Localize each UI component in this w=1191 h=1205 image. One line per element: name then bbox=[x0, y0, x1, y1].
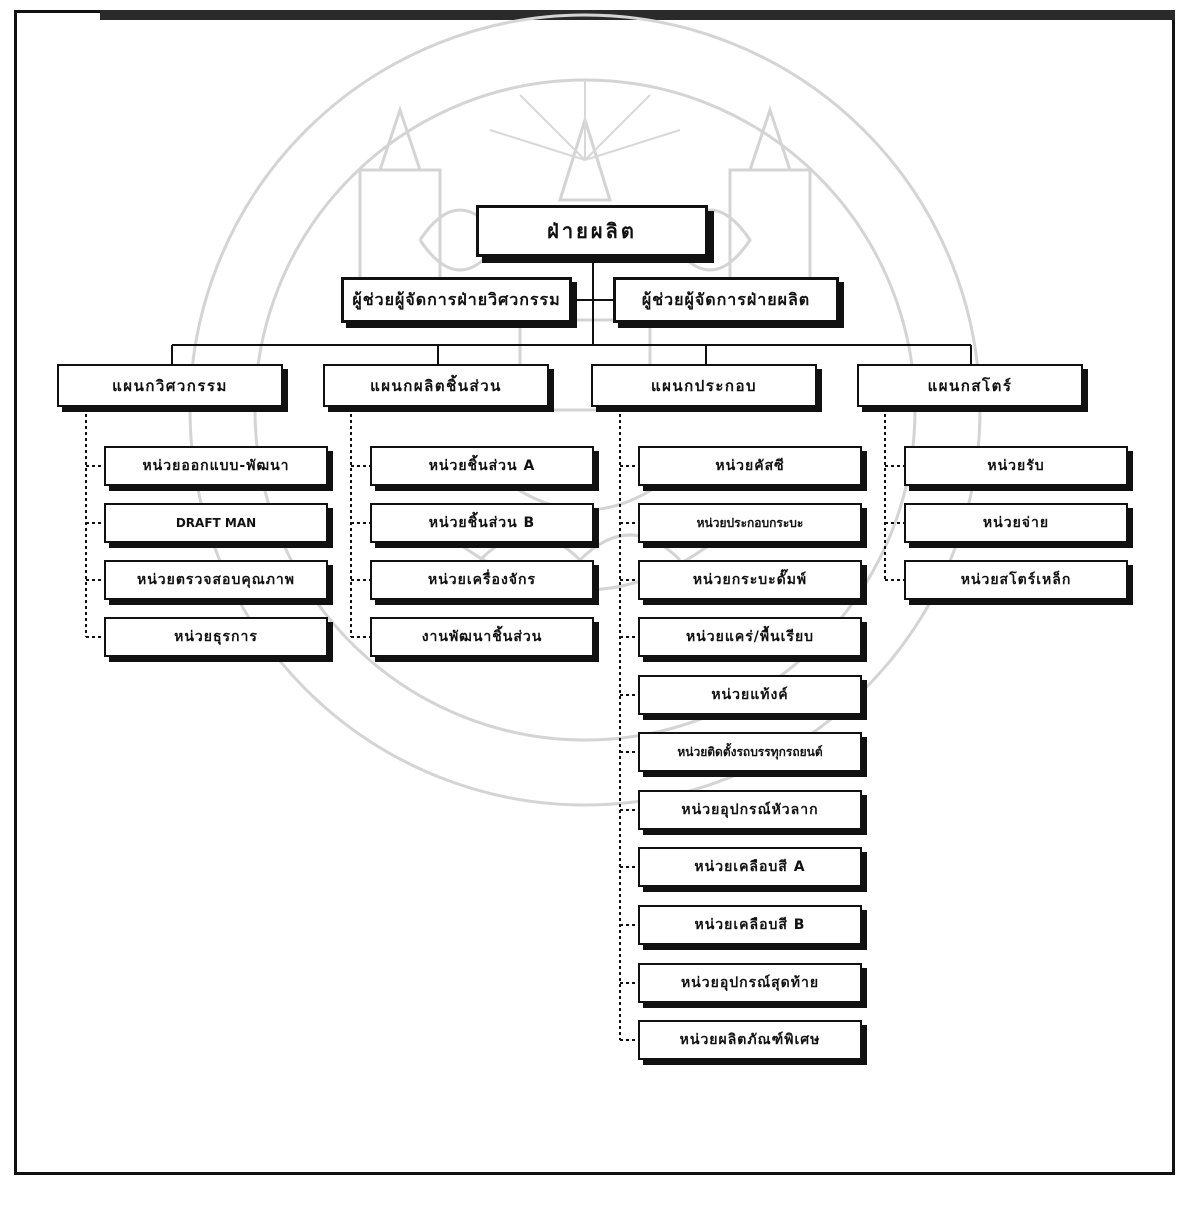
unit-label: หน่วยเคลือบสี A bbox=[694, 859, 806, 875]
assistant-manager-production-box: ผู้ช่วยผู้จัดการฝ่ายผลิต bbox=[613, 277, 839, 323]
unit-box: หน่วยตรวจสอบคุณภาพ bbox=[104, 560, 328, 600]
unit-label: หน่วยจ่าย bbox=[982, 515, 1050, 531]
production-division-box: ฝ่ายผลิต bbox=[476, 205, 708, 257]
unit-label: หน่วยตรวจสอบคุณภาพ bbox=[136, 572, 296, 588]
unit-label: หน่วยแท้งค์ bbox=[711, 687, 789, 703]
unit-box: หน่วยประกอบกระบะ bbox=[638, 503, 862, 543]
unit-box: หน่วยกระบะดั๊มพ์ bbox=[638, 560, 862, 600]
unit-label: หน่วยคัสซี bbox=[715, 458, 785, 474]
unit-box: หน่วยธุรการ bbox=[104, 617, 328, 657]
department-label: แผนกวิศวกรรม bbox=[112, 376, 228, 395]
unit-box: หน่วยอุปกรณ์สุดท้าย bbox=[638, 963, 862, 1003]
department-label: แผนกผลิตชิ้นส่วน bbox=[370, 376, 502, 395]
unit-label: หน่วยกระบะดั๊มพ์ bbox=[692, 572, 808, 588]
department-parts-box: แผนกผลิตชิ้นส่วน bbox=[323, 364, 549, 407]
assistant-manager-engineering-box: ผู้ช่วยผู้จัดการฝ่ายวิศวกรรม bbox=[341, 277, 572, 323]
unit-label: หน่วยอุปกรณ์หัวลาก bbox=[681, 802, 819, 818]
department-engineering-box: แผนกวิศวกรรม bbox=[57, 364, 283, 407]
unit-box: หน่วยจ่าย bbox=[904, 503, 1128, 543]
unit-box: หน่วยเคลือบสี B bbox=[638, 905, 862, 945]
unit-label: หน่วยเคลือบสี B bbox=[694, 917, 806, 933]
unit-box: หน่วยผลิตภัณฑ์พิเศษ bbox=[638, 1020, 862, 1060]
unit-box: หน่วยแท้งค์ bbox=[638, 675, 862, 715]
unit-box: หน่วยเคลือบสี A bbox=[638, 847, 862, 887]
unit-box: หน่วยเครื่องจักร bbox=[370, 560, 594, 600]
unit-box: งานพัฒนาชิ้นส่วน bbox=[370, 617, 594, 657]
production-division-label: ฝ่ายผลิต bbox=[547, 219, 637, 243]
unit-label: หน่วยเครื่องจักร bbox=[428, 572, 536, 588]
unit-label: หน่วยผลิตภัณฑ์พิเศษ bbox=[679, 1032, 821, 1048]
department-label: แผนกประกอบ bbox=[650, 376, 758, 395]
unit-label: หน่วยประกอบกระบะ bbox=[696, 515, 804, 530]
unit-label: หน่วยรับ bbox=[987, 458, 1045, 474]
unit-label: หน่วยติดตั้งรถบรรทุกรถยนต์ bbox=[677, 744, 823, 759]
unit-label: หน่วยชิ้นส่วน B bbox=[428, 515, 536, 531]
unit-box: หน่วยชิ้นส่วน B bbox=[370, 503, 594, 543]
department-store-box: แผนกสโตร์ bbox=[857, 364, 1083, 407]
unit-box: หน่วยแคร่/พื้นเรียบ bbox=[638, 617, 862, 657]
unit-label: DRAFT MAN bbox=[175, 516, 257, 530]
department-label: แผนกสโตร์ bbox=[927, 376, 1013, 395]
unit-box: หน่วยสโตร์เหล็ก bbox=[904, 560, 1128, 600]
unit-label: หน่วยชิ้นส่วน A bbox=[428, 458, 536, 474]
department-assembly-box: แผนกประกอบ bbox=[591, 364, 817, 407]
unit-box: หน่วยรับ bbox=[904, 446, 1128, 486]
top-scan-bar bbox=[100, 10, 1175, 20]
unit-box: หน่วยอุปกรณ์หัวลาก bbox=[638, 790, 862, 830]
unit-box: หน่วยออกแบบ-พัฒนา bbox=[104, 446, 328, 486]
unit-label: หน่วยอุปกรณ์สุดท้าย bbox=[680, 975, 820, 991]
unit-box: หน่วยติดตั้งรถบรรทุกรถยนต์ bbox=[638, 732, 862, 772]
unit-label: หน่วยสโตร์เหล็ก bbox=[960, 572, 1072, 588]
unit-box: หน่วยคัสซี bbox=[638, 446, 862, 486]
unit-label: หน่วยออกแบบ-พัฒนา bbox=[142, 458, 290, 474]
assistant-manager-engineering-label: ผู้ช่วยผู้จัดการฝ่ายวิศวกรรม bbox=[352, 289, 561, 309]
unit-label: หน่วยธุรการ bbox=[174, 629, 258, 645]
unit-label: งานพัฒนาชิ้นส่วน bbox=[421, 629, 543, 645]
unit-box: หน่วยชิ้นส่วน A bbox=[370, 446, 594, 486]
unit-label: หน่วยแคร่/พื้นเรียบ bbox=[685, 629, 815, 645]
assistant-manager-production-label: ผู้ช่วยผู้จัดการฝ่ายผลิต bbox=[641, 289, 811, 309]
unit-box: DRAFT MAN bbox=[104, 503, 328, 543]
